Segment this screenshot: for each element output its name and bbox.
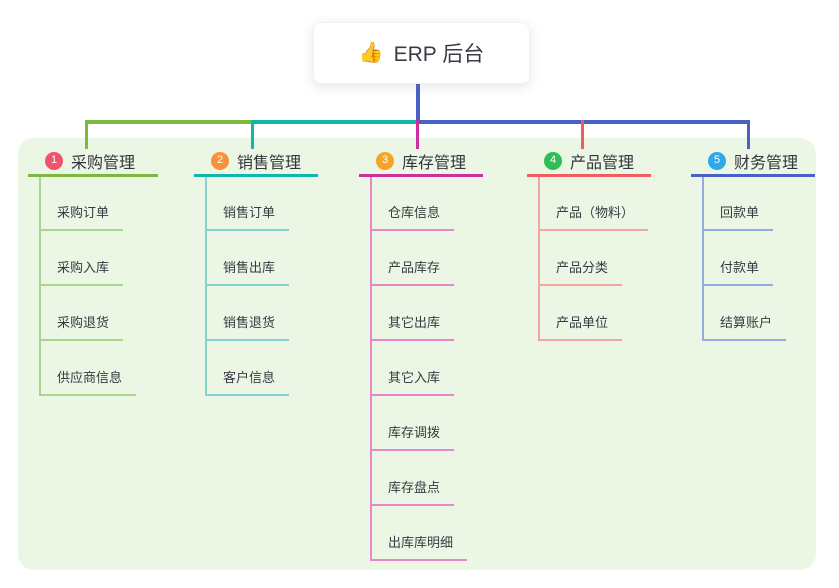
child-label: 库存盘点 <box>388 480 441 495</box>
child-label: 产品单位 <box>556 315 609 330</box>
child-label: 其它出库 <box>388 315 441 330</box>
child-label: 销售退货 <box>223 315 276 330</box>
branch-node-4[interactable]: 4 产品管理 <box>527 147 651 177</box>
branch-number-badge: 3 <box>376 151 394 170</box>
branch-number-badge: 5 <box>708 151 726 170</box>
child-label: 回款单 <box>720 205 760 220</box>
child-node[interactable]: 其它出库 <box>370 314 455 341</box>
child-node[interactable]: 其它入库 <box>370 369 455 396</box>
child-label: 其它入库 <box>388 370 441 385</box>
branch-number-badge: 1 <box>45 151 63 170</box>
child-connector-line <box>39 177 41 396</box>
branch-node-5[interactable]: 5 财务管理 <box>691 147 815 177</box>
root-node[interactable]: 👍 ERP 后台 <box>313 22 530 84</box>
branch-drop-4 <box>581 120 584 149</box>
branch-label: 财务管理 <box>734 154 799 172</box>
child-connector-line <box>205 177 207 396</box>
child-node[interactable]: 库存盘点 <box>370 479 455 506</box>
branch-node-1[interactable]: 1 采购管理 <box>28 147 158 177</box>
child-node[interactable]: 销售退货 <box>205 314 290 341</box>
child-node[interactable]: 销售订单 <box>205 204 290 231</box>
child-node[interactable]: 产品库存 <box>370 259 455 286</box>
child-node[interactable]: 产品（物料） <box>538 204 649 231</box>
child-node[interactable]: 客户信息 <box>205 369 290 396</box>
branch-number-badge: 2 <box>211 151 229 170</box>
branch-drop-5 <box>747 120 750 149</box>
child-node[interactable]: 采购订单 <box>39 204 124 231</box>
child-label: 出库库明细 <box>388 535 454 550</box>
child-label: 产品库存 <box>388 260 441 275</box>
child-connector-line <box>538 177 540 341</box>
branch-label: 采购管理 <box>71 154 136 172</box>
trunk-line <box>416 82 420 122</box>
child-label: 采购退货 <box>57 315 110 330</box>
child-label: 产品（物料） <box>556 205 635 220</box>
branch-label: 产品管理 <box>570 154 635 172</box>
child-label: 仓库信息 <box>388 205 441 220</box>
child-label: 销售订单 <box>223 205 276 220</box>
child-label: 结算账户 <box>720 315 773 330</box>
branch-label: 销售管理 <box>237 154 302 172</box>
child-node[interactable]: 仓库信息 <box>370 204 455 231</box>
child-connector-line <box>702 177 704 341</box>
branch-label: 库存管理 <box>402 154 467 172</box>
branch-node-3[interactable]: 3 库存管理 <box>359 147 483 177</box>
child-label: 客户信息 <box>223 370 276 385</box>
root-label: ERP 后台 <box>393 43 485 66</box>
child-node[interactable]: 出库库明细 <box>370 534 468 561</box>
child-node[interactable]: 采购退货 <box>39 314 124 341</box>
child-node[interactable]: 产品分类 <box>538 259 623 286</box>
child-label: 产品分类 <box>556 260 609 275</box>
branch-drop-1 <box>85 120 88 149</box>
thumbs-up-icon: 👍 <box>358 42 384 64</box>
child-label: 供应商信息 <box>57 370 123 385</box>
child-label: 付款单 <box>720 260 760 275</box>
branch-node-2[interactable]: 2 销售管理 <box>194 147 318 177</box>
child-label: 销售出库 <box>223 260 276 275</box>
child-node[interactable]: 结算账户 <box>702 314 787 341</box>
child-node[interactable]: 库存调拨 <box>370 424 455 451</box>
child-connector-line <box>370 177 372 561</box>
child-label: 采购订单 <box>57 205 110 220</box>
branches-panel <box>18 138 816 570</box>
child-label: 库存调拨 <box>388 425 441 440</box>
child-node[interactable]: 供应商信息 <box>39 369 137 396</box>
child-label: 采购入库 <box>57 260 110 275</box>
branch-drop-2 <box>251 120 254 149</box>
branch-rail-segment-2 <box>254 120 417 124</box>
child-node[interactable]: 付款单 <box>702 259 774 286</box>
branch-drop-3 <box>416 120 419 149</box>
child-node[interactable]: 回款单 <box>702 204 774 231</box>
branch-number-badge: 4 <box>544 151 562 170</box>
branch-rail-segment-1 <box>85 120 254 124</box>
child-node[interactable]: 产品单位 <box>538 314 623 341</box>
child-node[interactable]: 销售出库 <box>205 259 290 286</box>
child-node[interactable]: 采购入库 <box>39 259 124 286</box>
